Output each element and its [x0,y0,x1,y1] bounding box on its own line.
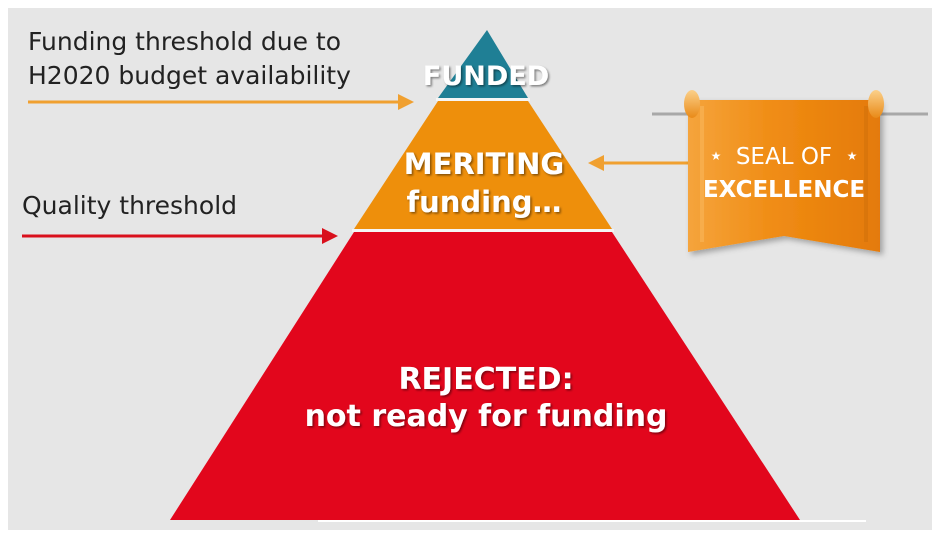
seal-line1: SEAL OF [736,144,832,170]
seal-ribbon-curl-right [868,90,884,118]
rejected-layer [170,232,800,520]
meriting-label-line1: MERITING [404,147,564,181]
funded-layer [438,30,528,98]
meriting-label-line2: funding… [406,185,561,219]
rejected-label-line1: REJECTED: [398,362,573,397]
rejected-label-line2: not ready for funding [305,399,668,434]
funding-threshold-label-line1: Funding threshold due to [28,27,341,56]
seal-star-left: ★ [711,149,722,163]
quality-threshold-label: Quality threshold [22,191,237,220]
seal-ribbon-highlight [700,106,704,242]
seal-line2: EXCELLENCE [703,177,865,203]
seal-arrow [588,155,688,171]
funded-label: FUNDED [423,61,549,92]
seal-ribbon [688,100,880,252]
meriting-layer [354,101,612,229]
funding-threshold-label-line2: H2020 budget availability [28,61,351,90]
seal-star-right: ★ [847,149,858,163]
seal-ribbon-curl-left [684,90,700,118]
seal-of-excellence-badge: ★ SEAL OF ★ EXCELLENCE [652,90,928,252]
funding-threshold-arrow [28,94,414,110]
quality-threshold-arrow [22,228,338,244]
seal-ribbon-shade [864,106,868,242]
